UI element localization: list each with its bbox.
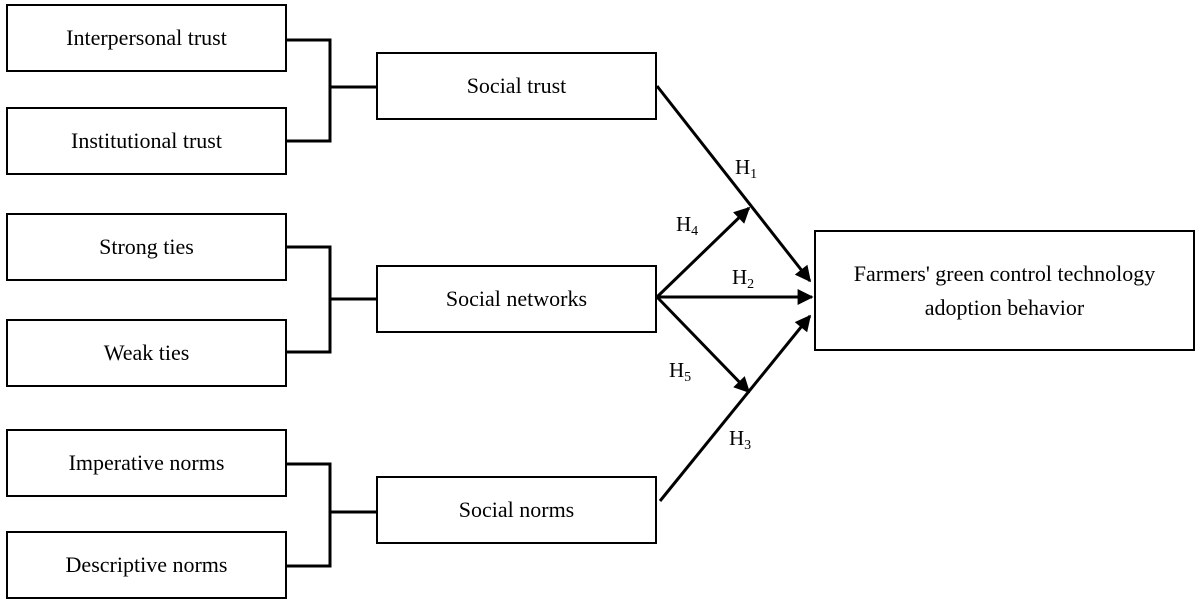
social-trust-label: Social trust (466, 73, 567, 98)
institutional-trust-label: Institutional trust (71, 128, 222, 153)
label-h3: H3 (729, 426, 752, 453)
bracket-social-trust (287, 38, 377, 143)
path-h4 (655, 206, 751, 299)
institutional-trust-box: Institutional trust (6, 107, 287, 175)
bracket-social-norms (287, 462, 377, 568)
adoption-behavior-line2: adoption behavior (924, 294, 1085, 320)
social-networks-box: Social networks (376, 265, 657, 333)
label-h5: H5 (669, 358, 692, 385)
imperative-norms-box: Imperative norms (6, 429, 287, 497)
path-h5 (655, 295, 751, 394)
label-h1: H1 (735, 155, 758, 182)
social-trust-box: Social trust (376, 52, 657, 120)
social-networks-label: Social networks (445, 286, 588, 311)
path-h3 (658, 314, 812, 502)
adoption-behavior-box: Farmers' green control technology adopti… (814, 230, 1195, 351)
strong-ties-box: Strong ties (6, 213, 287, 281)
descriptive-norms-box: Descriptive norms (6, 531, 287, 599)
descriptive-norms-label: Descriptive norms (65, 552, 228, 577)
label-h2: H2 (732, 265, 755, 292)
social-norms-label: Social norms (458, 497, 575, 522)
imperative-norms-label: Imperative norms (68, 450, 225, 475)
weak-ties-label: Weak ties (103, 340, 190, 365)
social-norms-box: Social norms (376, 476, 657, 544)
weak-ties-box: Weak ties (6, 319, 287, 387)
strong-ties-label: Strong ties (99, 234, 194, 259)
label-h4: H4 (676, 212, 699, 239)
bracket-social-networks (287, 245, 377, 354)
path-h1 (655, 85, 812, 283)
adoption-behavior-line1: Farmers' green control technology (853, 260, 1156, 286)
interpersonal-trust-label: Interpersonal trust (66, 25, 227, 50)
interpersonal-trust-box: Interpersonal trust (6, 4, 287, 72)
